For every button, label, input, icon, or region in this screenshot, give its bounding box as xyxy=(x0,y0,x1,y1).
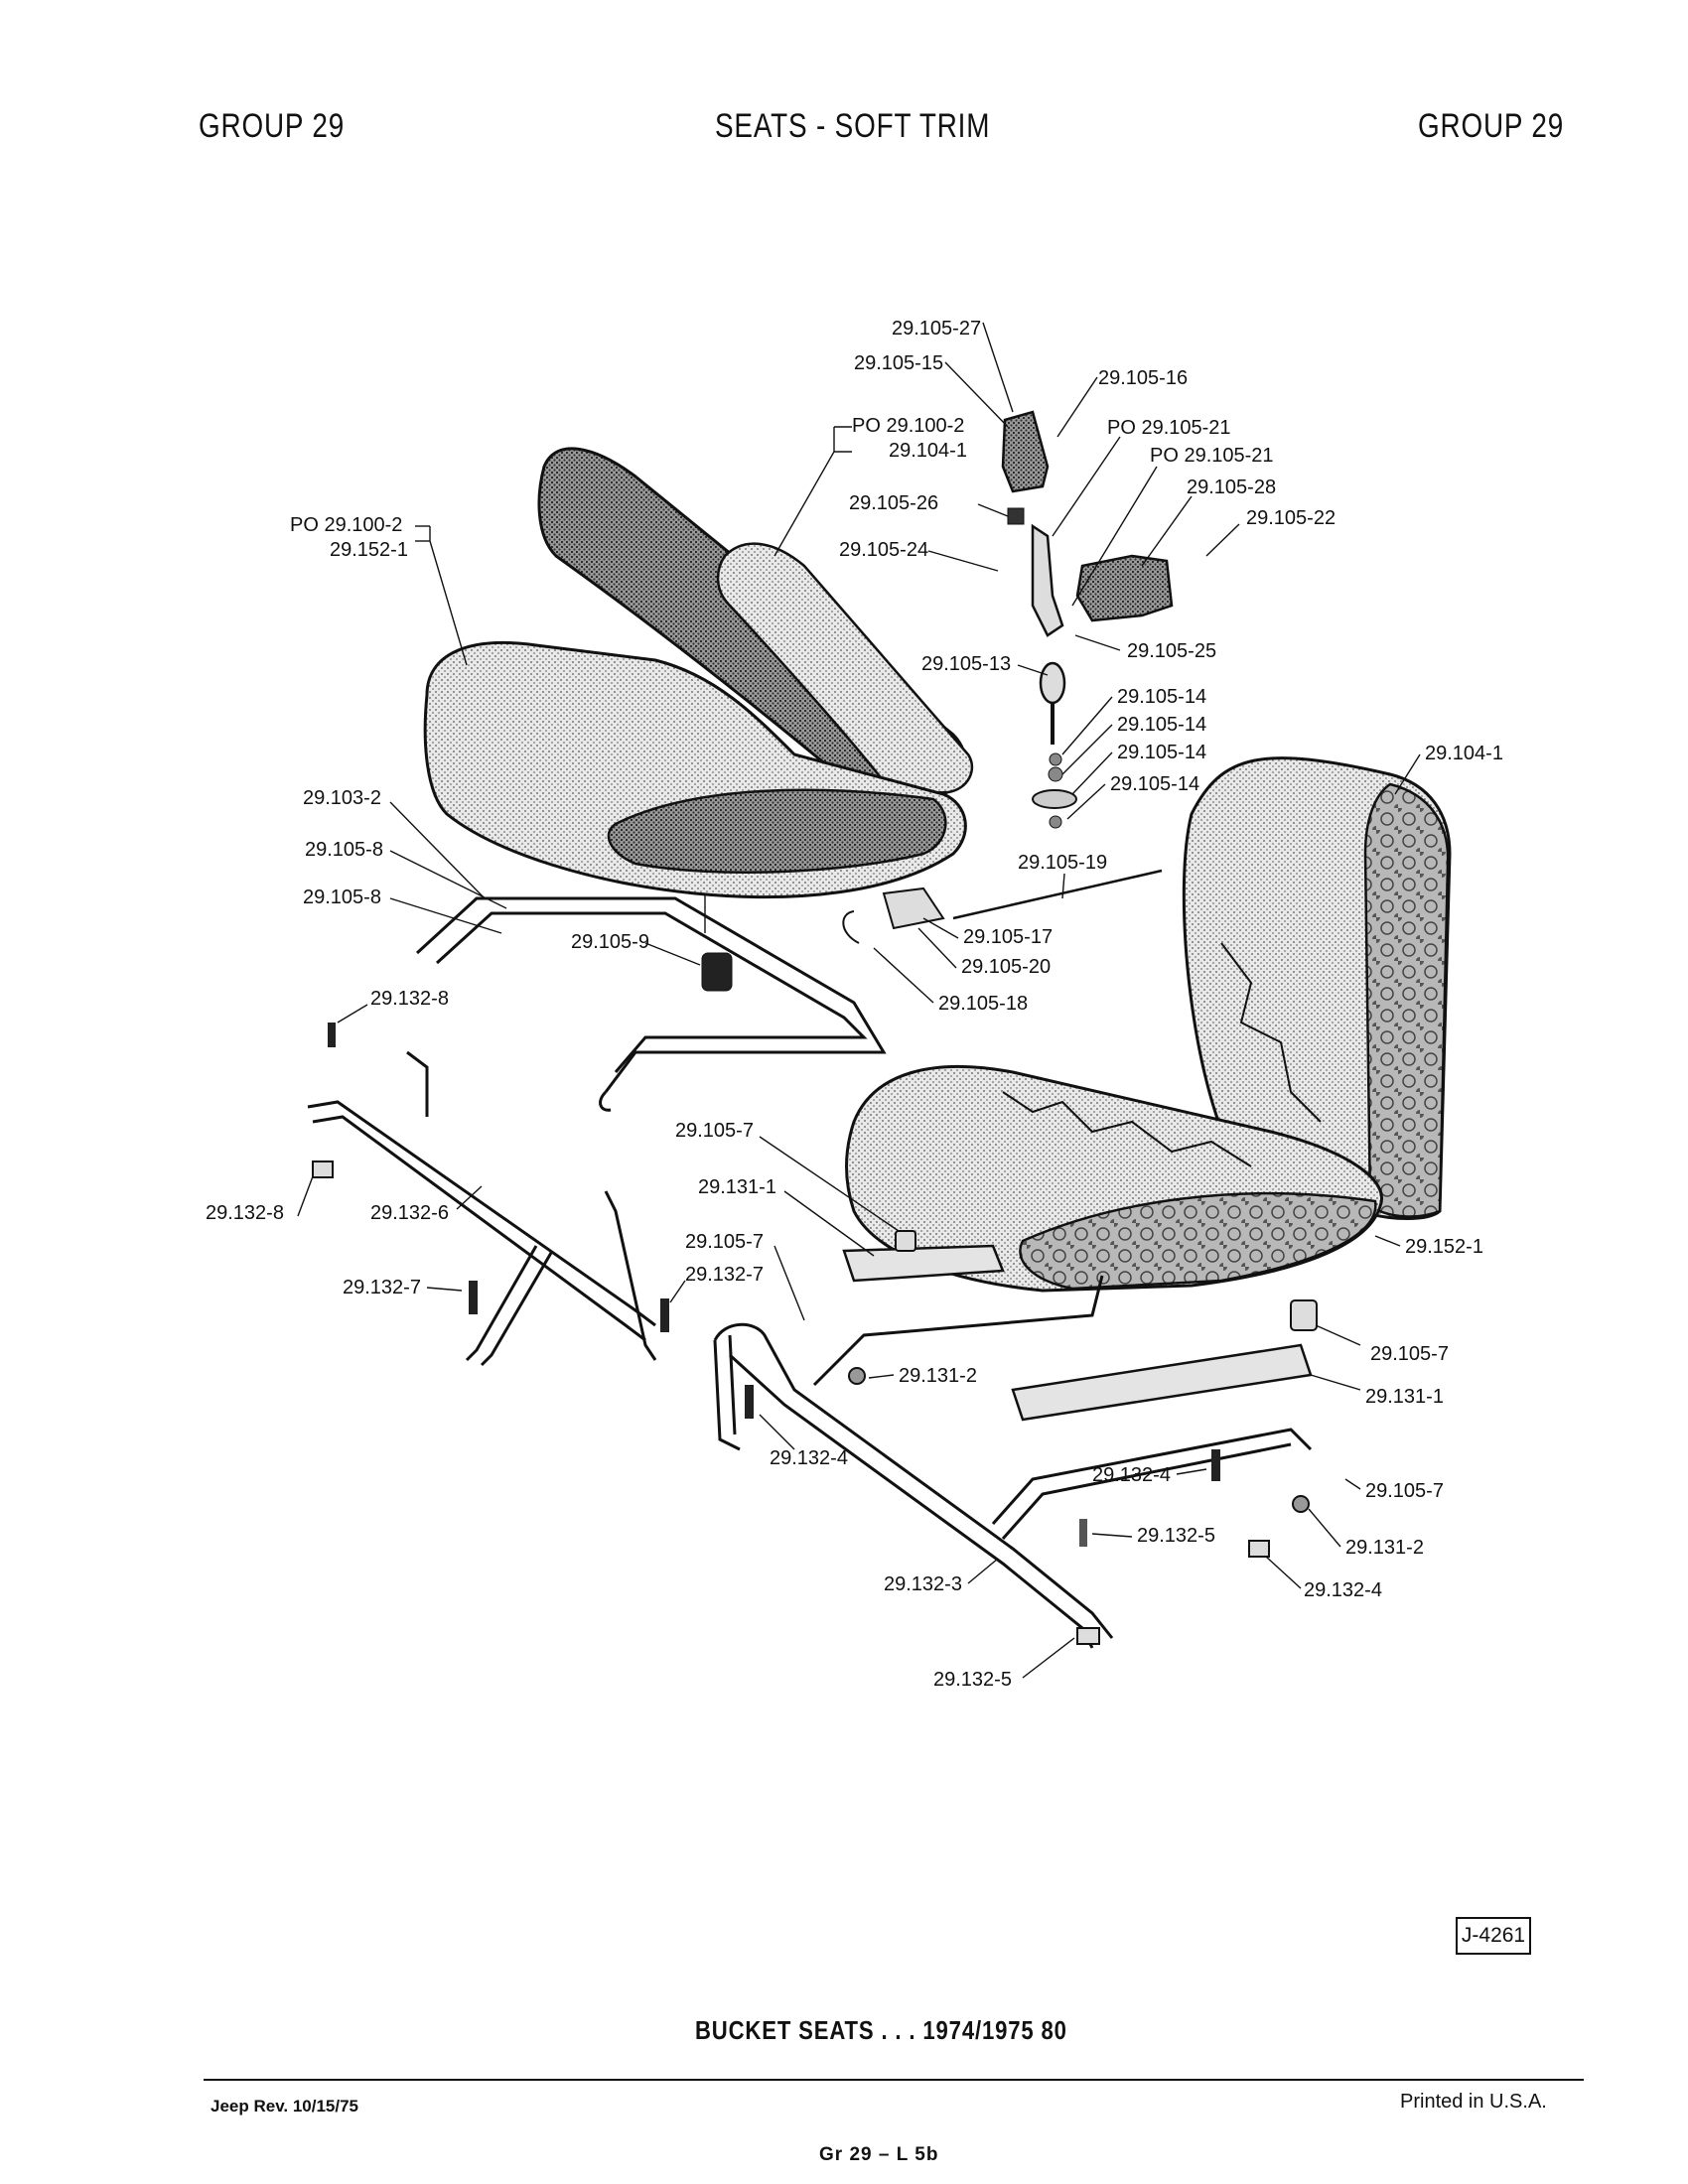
bolt-29-132-7-b xyxy=(660,1298,669,1332)
callout-label: PO 29.105-21 xyxy=(1150,445,1274,467)
callout-label: 29.103-2 xyxy=(303,787,381,809)
bolt-29-132-5 xyxy=(1079,1519,1087,1547)
callout-label: 29.132-8 xyxy=(370,988,449,1010)
spacer-29-105-7-b xyxy=(895,1230,916,1252)
callout-label: 29.105-26 xyxy=(849,492,938,514)
callout-label: 29.132-3 xyxy=(884,1573,962,1595)
callout-label: 29.132-5 xyxy=(933,1669,1012,1691)
callout-label: 29.132-4 xyxy=(770,1447,848,1469)
callout-label: 29.105-17 xyxy=(963,926,1053,948)
latch-striker-29-105-28 xyxy=(1075,554,1174,622)
leader-lines xyxy=(297,322,1421,1679)
callout-label: 29.105-22 xyxy=(1246,507,1336,529)
callout-label: 29.131-1 xyxy=(698,1176,776,1198)
callout-label: 29.132-5 xyxy=(1137,1525,1215,1547)
spacer-29-105-7 xyxy=(1290,1299,1318,1331)
bolt-29-132-8 xyxy=(328,1023,336,1047)
nut-29-131-2 xyxy=(848,1367,866,1385)
callout-label: 29.132-7 xyxy=(343,1277,421,1298)
washer-29-105-14 xyxy=(1032,789,1077,809)
callout-label: 29.132-4 xyxy=(1092,1464,1171,1486)
callout-labels: 29.105-27 29.105-15 29.105-16 PO 29.100-… xyxy=(206,318,1503,1691)
callout-label: 29.131-2 xyxy=(1345,1537,1424,1559)
callout-label: 29.152-1 xyxy=(330,539,408,561)
left-seat-frame xyxy=(415,896,887,1112)
footer-page-ref: Gr 29 – L 5b xyxy=(819,2144,939,2165)
callout-label: 29.131-1 xyxy=(1365,1386,1444,1408)
hook-29-105-17 xyxy=(882,887,945,930)
callout-label: 29.132-4 xyxy=(1304,1579,1382,1601)
footer-divider xyxy=(204,2079,1584,2081)
figure-number: J-4261 xyxy=(1456,1917,1531,1955)
nut-29-131-2-b xyxy=(1292,1495,1310,1513)
callout-label: 29.132-7 xyxy=(685,1264,764,1286)
callout-label: 29.132-8 xyxy=(206,1202,284,1224)
header-group-right: GROUP 29 xyxy=(1418,107,1565,145)
callout-label: 29.105-18 xyxy=(938,993,1028,1015)
latch-assembly xyxy=(842,410,1174,944)
callout-label: 29.105-15 xyxy=(854,352,943,374)
callout-label: 29.104-1 xyxy=(1425,743,1503,764)
callout-label: 29.105-14 xyxy=(1110,773,1199,795)
latch-lever xyxy=(1031,523,1064,637)
callout-label: 29.132-6 xyxy=(370,1202,449,1224)
callout-label: 29.105-9 xyxy=(571,931,649,953)
callout-label: 29.105-7 xyxy=(1370,1343,1449,1365)
callout-label: 29.105-7 xyxy=(685,1231,764,1253)
callout-label: 29.105-16 xyxy=(1098,367,1188,389)
nut-plate-29-132-8 xyxy=(312,1160,334,1178)
footer-printed: Printed in U.S.A. xyxy=(1400,2091,1547,2113)
right-bucket-seat xyxy=(845,756,1452,1293)
footer-revision: Jeep Rev. 10/15/75 xyxy=(211,2097,359,2116)
callout-label: 29.105-20 xyxy=(961,956,1051,978)
callout-label: 29.105-19 xyxy=(1018,852,1107,874)
latch-pad-29-105-26 xyxy=(1007,507,1025,525)
bolt-29-132-4-a xyxy=(745,1385,754,1419)
callout-label: 29.152-1 xyxy=(1405,1236,1483,1258)
callout-label: 29.105-14 xyxy=(1117,686,1206,708)
callout-label: 29.105-28 xyxy=(1187,477,1276,498)
figure-caption: BUCKET SEATS . . . 1974/1975 80 xyxy=(695,2015,1067,2045)
latch-plate-29-105-27 xyxy=(1001,410,1050,493)
release-rod-29-105-19 xyxy=(952,869,1163,920)
left-base-frame-29-132-6 xyxy=(307,1050,657,1367)
callout-label: 29.105-14 xyxy=(1117,742,1206,763)
nut-plate-29-132-4 xyxy=(1248,1540,1270,1558)
right-seat-frame-29-132-3 xyxy=(713,1275,1313,1649)
callout-label: 29.105-27 xyxy=(892,318,981,340)
eyebolt-29-105-13 xyxy=(1039,661,1066,705)
bolt-29-132-7-a xyxy=(469,1281,478,1314)
callout-label: PO 29.100-2 xyxy=(852,415,964,437)
callout-label: 29.105-24 xyxy=(839,539,928,561)
callout-label: PO 29.100-2 xyxy=(290,514,402,536)
callout-label: 29.105-7 xyxy=(1365,1480,1444,1502)
callout-label: PO 29.105-21 xyxy=(1107,417,1231,439)
callout-label: 29.105-13 xyxy=(921,653,1011,675)
callout-label: 29.105-7 xyxy=(675,1120,754,1142)
callout-label: 29.105-25 xyxy=(1127,640,1216,662)
seat-bumper-29-105-9 xyxy=(701,952,733,992)
nut-plate-29-132-5 xyxy=(1076,1627,1100,1645)
left-bucket-seat xyxy=(423,447,974,992)
callout-label: 29.105-8 xyxy=(305,839,383,861)
callout-label: 29.104-1 xyxy=(889,440,967,462)
callout-label: 29.105-8 xyxy=(303,887,381,908)
callout-label: 29.131-2 xyxy=(899,1365,977,1387)
header-group-left: GROUP 29 xyxy=(199,107,346,145)
bolt-29-132-4-b xyxy=(1211,1449,1220,1481)
header-title: SEATS - SOFT TRIM xyxy=(715,107,991,145)
callout-label: 29.105-14 xyxy=(1117,714,1206,736)
